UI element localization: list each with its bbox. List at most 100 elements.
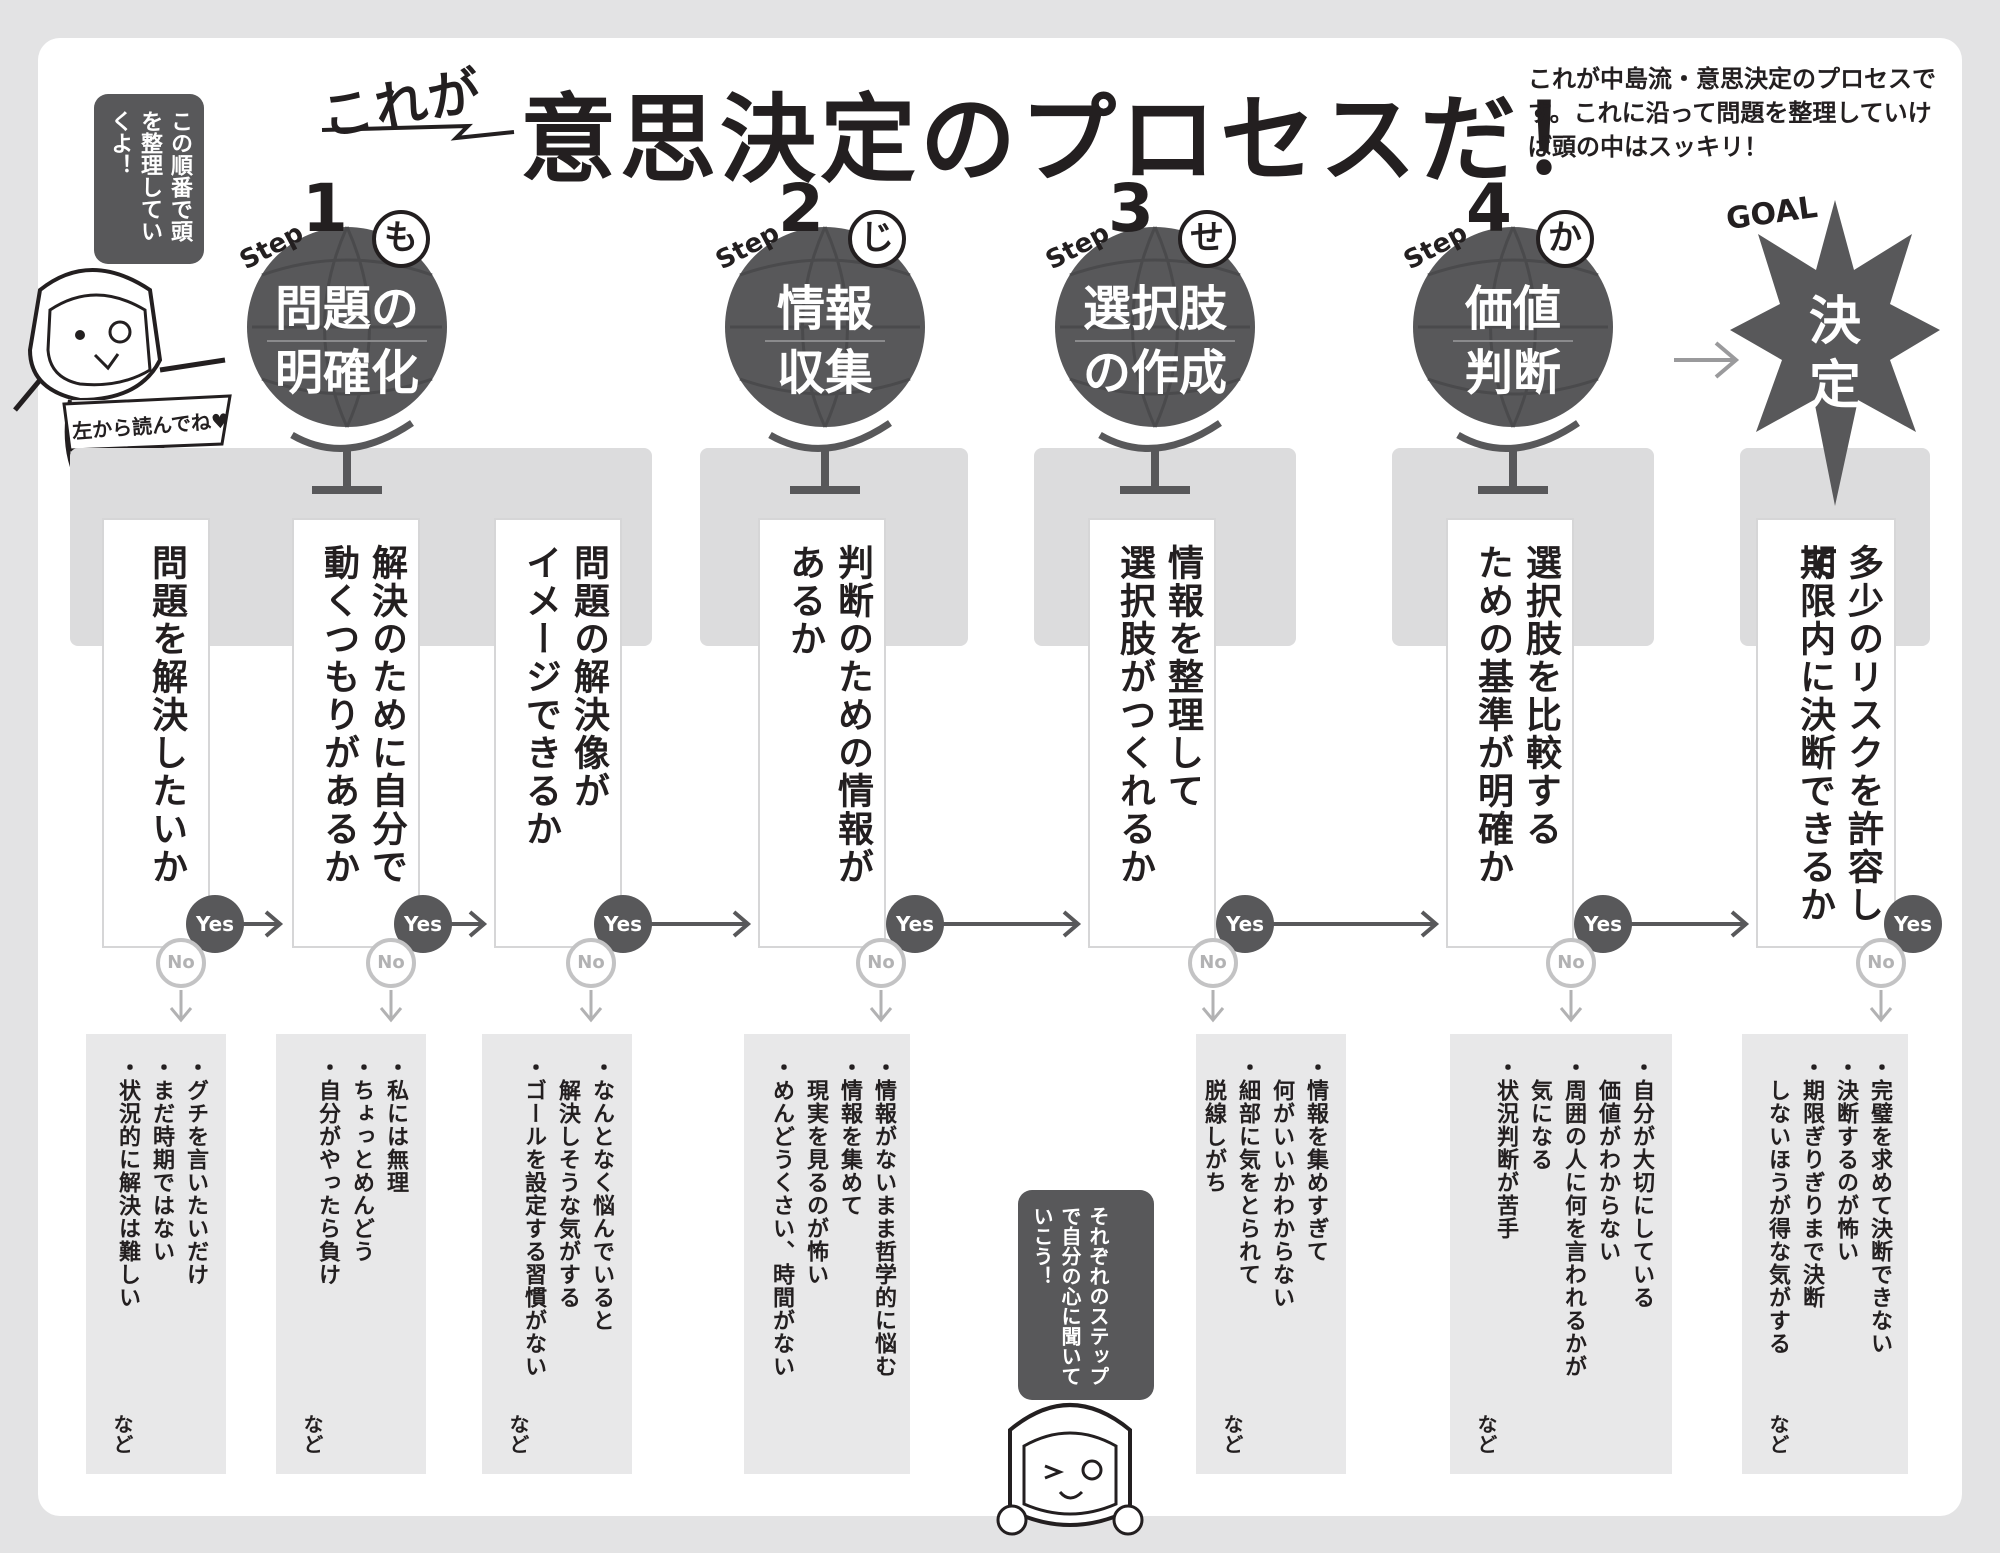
step2-number: 2 (778, 170, 824, 247)
yes-arrow-1-icon (240, 910, 284, 938)
no-note-6-line4: 気になる (1527, 1056, 1552, 1171)
globe-step2-icon (725, 226, 925, 494)
speech-bubble-top: この順番で頭を整理していくよ！ (94, 94, 204, 264)
no-note-5-line1: ・情報を集めすぎて (1303, 1056, 1328, 1263)
no-note-7-line1: ・完璧を求めて決断できない (1867, 1056, 1892, 1355)
arrow-to-goal-icon (1674, 341, 1740, 379)
step4-label-line2: 判断 (1464, 345, 1561, 401)
globe-step4-icon (1413, 226, 1613, 494)
mascot-bottom-icon (996, 1403, 1144, 1536)
yes-arrow-2-icon (448, 910, 488, 938)
no-note-card-7: ・完璧を求めて決断できない ・決断するのが怖い ・期限ぎりぎりまで決断 しないほ… (1742, 1034, 1908, 1474)
page-title: 意思決定のプロセスだ！ (520, 84, 1620, 196)
question-1-text: 問題を解決したいか (146, 544, 187, 886)
question-4-col2: あるか (784, 544, 825, 658)
no-note-card-6: ・自分が大切にしている 価値がわからない ・周囲の人に何を言われるかが 気になる… (1450, 1034, 1672, 1474)
question-7-col2: 期限内に決断できるか (1794, 544, 1835, 924)
no-note-1-nado: など (110, 1414, 134, 1454)
question-7-col1: 多少のリスクを許容して (1798, 544, 1883, 924)
no-note-1-line1: ・グチを言いたいだけ (183, 1056, 208, 1286)
no-badge-5: No (1188, 938, 1238, 988)
question-card-7: 多少のリスクを許容して 期限内に決断できるか (1756, 518, 1896, 948)
no-note-7-line3: ・期限ぎりぎりまで決断 (1799, 1056, 1824, 1309)
step4-number: 4 (1466, 170, 1512, 247)
step1-label-divider (267, 340, 427, 342)
title-underline-icon (321, 123, 515, 141)
goal-label: 決 定 (1790, 290, 1880, 418)
no-note-2-nado: など (300, 1414, 324, 1454)
no-note-6-line2: 価値がわからない (1595, 1056, 1620, 1263)
speech-bubble-bottom-text: それぞれのステップで自分の心に聞いていこう！ (1030, 1206, 1110, 1386)
no-arrow-3-icon (579, 990, 603, 1023)
no-badge-4: No (856, 938, 906, 988)
no-note-6-line1: ・自分が大切にしている (1629, 1056, 1654, 1309)
step2-label-line2: 収集 (776, 345, 873, 401)
globe-step3-icon (1055, 226, 1255, 494)
question-card-5: 情報を整理して 選択肢がつくれるか (1088, 518, 1216, 948)
step2-label-line1: 情報 (776, 281, 873, 337)
step4-label-line1: 価値 (1464, 281, 1561, 337)
no-note-1-line2: ・まだ時期ではない (149, 1056, 174, 1263)
question-5-col1: 情報を整理して (1162, 544, 1203, 810)
no-note-4-line1: ・情報がないまま哲学的に悩む (871, 1056, 896, 1378)
banner-ribbon-icon (62, 394, 232, 452)
step3-label-divider (1075, 340, 1235, 342)
no-note-2-line2: ・ちょっとめんどう (349, 1056, 374, 1263)
no-note-3-line2: 解決しそうな気がする (555, 1056, 580, 1309)
no-arrow-5-icon (1201, 990, 1225, 1023)
step1-label-line1: 問題の (274, 281, 419, 337)
yes-flow-arrows (240, 910, 1750, 938)
no-badge-1: No (156, 938, 206, 988)
step1-label: 問題の 明確化 (247, 278, 447, 404)
step3-kana-badge: せ (1178, 210, 1236, 268)
no-note-7-nado: など (1766, 1414, 1790, 1454)
step4-kana-badge: か (1536, 210, 1594, 268)
speech-bubble-bottom: それぞれのステップで自分の心に聞いていこう！ (1018, 1190, 1154, 1400)
no-note-card-1: ・グチを言いたいだけ ・まだ時期ではない ・状況的に解決は難しい など (86, 1034, 226, 1474)
no-arrow-1-icon (169, 990, 193, 1023)
intro-description: これが中島流・意思決定のプロセスです。これに沿って問題を整理していけば頭の中はス… (1528, 65, 1936, 161)
step2-kana-badge: じ (848, 210, 906, 268)
yes-arrow-6-icon (1630, 910, 1750, 938)
no-badge-2: No (366, 938, 416, 988)
no-note-1-line3: ・状況的に解決は難しい (115, 1056, 140, 1309)
no-note-card-4: ・情報がないまま哲学的に悩む ・情報を集めて 現実を見るのが怖い ・めんどうくさ… (744, 1034, 910, 1474)
no-badge-6: No (1546, 938, 1596, 988)
no-note-6-nado: など (1474, 1414, 1498, 1454)
question-2-col1: 解決のために自分で (366, 544, 407, 886)
question-card-4: 判断のための情報が あるか (758, 518, 886, 948)
no-note-2-line3: ・自分がやったら負け (315, 1056, 340, 1286)
step3-label-line2: の作成 (1082, 345, 1227, 401)
speech-bubble-top-text: この順番で頭を整理していくよ！ (107, 110, 192, 242)
no-note-4-line2: ・情報を集めて (837, 1056, 862, 1217)
yes-arrow-4-icon (942, 910, 1082, 938)
yes-arrow-5-icon (1272, 910, 1440, 938)
question-6-col2: ための基準が明確か (1472, 544, 1513, 886)
question-card-1: 問題を解決したいか (102, 518, 210, 948)
no-arrow-2-icon (379, 990, 403, 1023)
no-note-7-line4: しないほうが得な気がする (1765, 1056, 1790, 1355)
no-arrow-6-icon (1559, 990, 1583, 1023)
no-badge-3: No (566, 938, 616, 988)
yes-arrow-3-icon (650, 910, 752, 938)
step2-label-divider (765, 340, 885, 342)
globe-step1-icon (247, 226, 447, 494)
no-note-3-line3: ・ゴールを設定する習慣がない (521, 1056, 546, 1378)
no-note-2-line1: ・私には無理 (383, 1056, 408, 1194)
yes-badge-7: Yes (1884, 895, 1942, 953)
question-6-col1: 選択肢を比較する (1520, 544, 1561, 848)
goal-starburst-icon (1730, 200, 1940, 506)
goal-label-line1: 決 (1808, 292, 1861, 352)
no-arrow-4-icon (869, 990, 893, 1023)
step1-kana-badge: も (372, 210, 430, 268)
no-note-4-line4: ・めんどうくさい、時間がない (769, 1056, 794, 1378)
no-note-5-nado: など (1220, 1414, 1244, 1454)
no-note-4-line3: 現実を見るのが怖い (803, 1056, 828, 1286)
question-card-2: 解決のために自分で 動くつもりがあるか (292, 518, 420, 948)
question-2-col2: 動くつもりがあるか (318, 544, 359, 886)
no-note-card-5: ・情報を集めすぎて 何がいいかわからない ・細部に気をとられて 脱線しがち など (1196, 1034, 1346, 1474)
question-5-col2: 選択肢がつくれるか (1114, 544, 1155, 886)
no-flow-arrows (169, 990, 1893, 1023)
question-3-col2: イメージできるか (520, 544, 561, 848)
no-note-5-line4: 脱線しがち (1201, 1056, 1226, 1194)
